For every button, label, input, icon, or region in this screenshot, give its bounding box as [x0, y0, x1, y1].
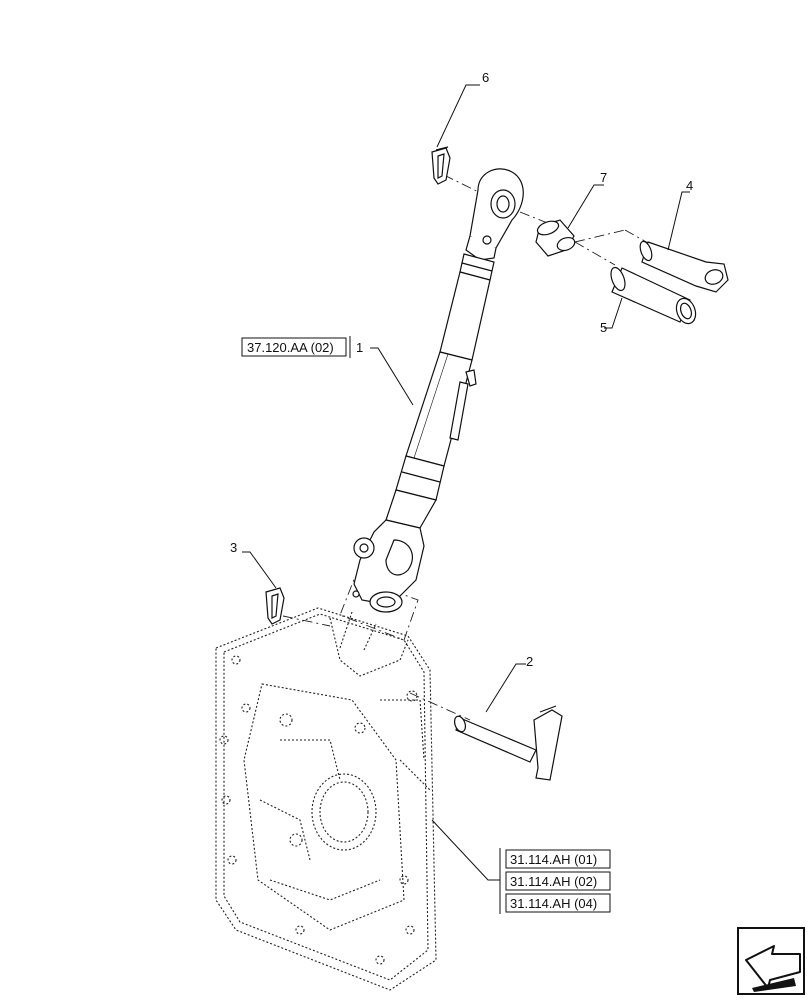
callout-1: 1	[356, 340, 363, 355]
top-link-1	[352, 168, 524, 613]
callout-6: 6	[482, 70, 489, 85]
reference-housing-list[interactable]: 31.114.AH (01) 31.114.AH (02) 31.114.AH …	[499, 848, 611, 914]
callout-leaders	[242, 84, 690, 914]
bushing-7	[535, 219, 576, 257]
reference-top-link[interactable]: 37.120.AA (02)	[241, 336, 351, 358]
lynch-pin-6	[431, 146, 451, 185]
reference-label: 31.114.AH (01)	[510, 852, 597, 867]
reference-label: 31.114.AH (04)	[510, 896, 597, 911]
callout-7: 7	[600, 170, 607, 185]
previous-page-arrow-icon[interactable]	[737, 927, 805, 995]
callout-labels: 6 7 4 5 1 2 3	[230, 70, 693, 669]
lynch-pin-3	[265, 587, 285, 625]
callout-3: 3	[230, 540, 237, 555]
pin-4	[639, 240, 729, 293]
callout-2: 2	[526, 654, 533, 669]
callout-5: 5	[600, 320, 607, 335]
reference-label: 37.120.AA (02)	[247, 340, 334, 355]
reference-label: 31.114.AH (02)	[510, 874, 597, 889]
pin-2	[453, 705, 563, 781]
callout-4: 4	[686, 178, 693, 193]
pin-5	[610, 266, 697, 325]
rear-axle-housing	[215, 607, 437, 991]
